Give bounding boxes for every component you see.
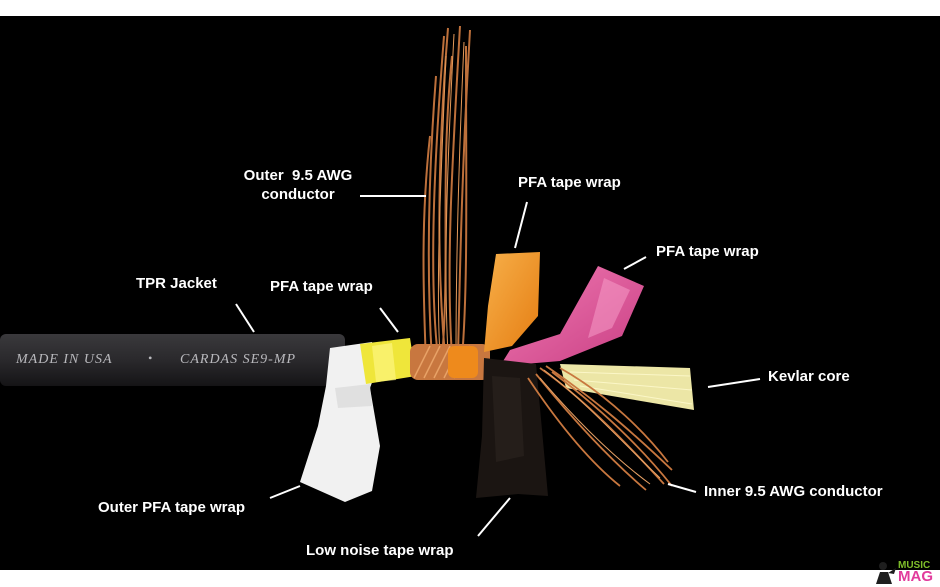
tpr-jacket xyxy=(0,334,345,386)
watermark-text-top: MUSIC xyxy=(898,560,931,571)
musicmag-watermark: MUSIC MAG xyxy=(872,560,938,586)
label-low-noise-tape: Low noise tape wrap xyxy=(306,542,454,559)
watermark-figure-icon xyxy=(876,562,896,584)
label-pfa-tape-left: PFA tape wrap xyxy=(270,278,373,295)
inner-conductor-strands xyxy=(527,365,673,491)
cable-print-left: MADE IN USA xyxy=(15,352,113,367)
kevlar-core xyxy=(560,364,694,410)
watermark-text-bottom: MAG xyxy=(898,568,933,585)
orange-pfa-tape xyxy=(484,252,540,352)
label-pointers xyxy=(235,195,761,537)
label-inner-conductor: Inner 9.5 AWG conductor xyxy=(704,483,883,500)
cable-illustration: MADE IN USA • CARDAS SE9-MP xyxy=(0,25,761,537)
label-outer-conductor: Outer 9.5 AWG conductor xyxy=(243,167,353,203)
label-kevlar-core: Kevlar core xyxy=(768,368,850,385)
outer-pfa-tape xyxy=(300,342,380,502)
cable-print-bullet: • xyxy=(148,351,153,365)
label-outer-pfa-tape: Outer PFA tape wrap xyxy=(98,499,245,516)
label-pfa-tape-top: PFA tape wrap xyxy=(518,174,621,191)
outer-conductor-strands xyxy=(422,25,471,365)
label-tpr-jacket: TPR Jacket xyxy=(136,275,217,292)
cable-cross-section-photo: MADE IN USA • CARDAS SE9-MP xyxy=(0,16,940,570)
cable-print-right: CARDAS SE9-MP xyxy=(180,352,296,367)
label-pfa-tape-right: PFA tape wrap xyxy=(656,243,759,260)
